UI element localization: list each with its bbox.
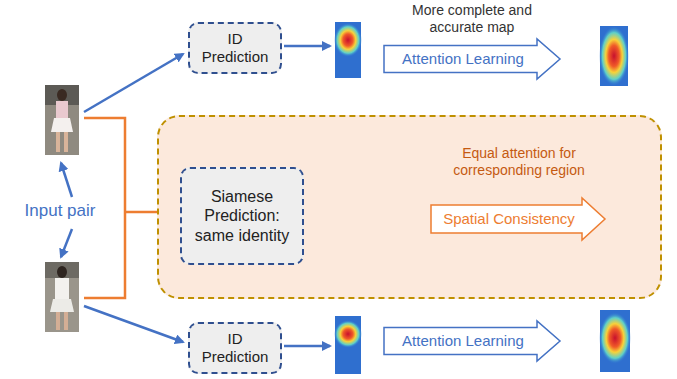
flow-arrow (284, 345, 330, 348)
flow-arrow (284, 45, 330, 48)
block-arrow: Spatial Consistency (430, 197, 606, 241)
person-photo (45, 85, 79, 155)
process-box: ID Prediction (188, 322, 282, 374)
person-photo (45, 262, 79, 332)
region-note: Equal attention for corresponding region (427, 145, 611, 179)
group-region: Equal attention for corresponding region… (157, 115, 662, 299)
node-text: Attention Learning (402, 332, 524, 350)
heatmap (334, 316, 362, 374)
node-text: Spatial Consistency (443, 210, 575, 228)
block-arrow-outline (431, 198, 605, 240)
block-arrow: Attention Learning (383, 320, 561, 362)
flow-arrow (84, 54, 183, 112)
block-arrow-outline (384, 321, 560, 361)
block-arrow-outline (384, 39, 560, 79)
node-text: Siamese Prediction: same identity (186, 187, 298, 245)
note-label: More complete and accurate map (392, 2, 552, 36)
node-text: ID Prediction (194, 330, 276, 366)
heatmap (599, 310, 631, 372)
block-arrow: Attention Learning (383, 38, 561, 80)
process-box: Siamese Prediction: same identity (180, 167, 304, 265)
flow-arrow (84, 306, 183, 342)
heatmap (599, 26, 629, 86)
flow-arrow (61, 163, 72, 197)
node-text: Attention Learning (402, 50, 524, 68)
node-text: ID Prediction (194, 30, 276, 66)
flow-arrow (61, 229, 72, 257)
input-label: Input pair (10, 201, 110, 221)
heatmap (334, 22, 362, 78)
process-box: ID Prediction (188, 22, 282, 74)
